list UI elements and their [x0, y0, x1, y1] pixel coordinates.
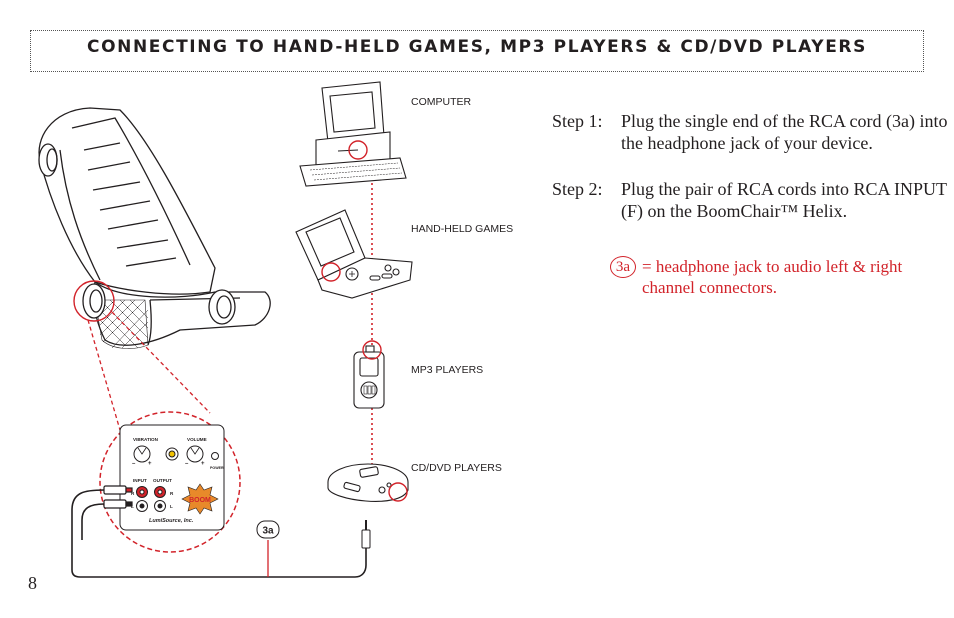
vibration-label: VIBRATION — [133, 437, 159, 442]
legend-3a-badge: 3a — [610, 256, 636, 278]
step-1-text: Plug the single end of the RCA cord (3a)… — [621, 111, 948, 153]
boom-logo: BOOM — [181, 483, 219, 515]
cd-player-illustration — [327, 463, 409, 502]
vibration-plus: + — [148, 461, 152, 467]
step-1-label: Step 1: — [552, 111, 603, 131]
output-l-label: L — [170, 504, 173, 509]
mp3-players-label: MP3 PLAYERS — [411, 364, 484, 376]
callout-3a-text: 3a — [262, 526, 274, 537]
step-2-label: Step 2: — [552, 179, 603, 199]
computer-illustration — [299, 81, 407, 187]
page-title: CONNECTING TO HAND-HELD GAMES, MP3 PLAYE… — [87, 37, 867, 57]
rca-cable — [71, 489, 367, 578]
title-box: CONNECTING TO HAND-HELD GAMES, MP3 PLAYE… — [30, 30, 924, 72]
brand-label: LumiSource, Inc. — [149, 518, 194, 524]
volume-minus: – — [185, 461, 189, 467]
computer-label: COMPUTER — [411, 96, 472, 108]
volume-label: VOLUME — [187, 437, 207, 442]
input-label: INPUT — [133, 478, 147, 483]
volume-plus: + — [201, 461, 205, 467]
cd-jack-highlight — [388, 482, 408, 502]
legend-3a-text: = headphone jack to audio left & right c… — [642, 257, 903, 297]
computer-jack-highlight — [348, 140, 368, 160]
zoom-leader-left — [87, 319, 121, 431]
boom-logo-text: BOOM — [189, 497, 211, 504]
output-label: OUTPUT — [153, 478, 172, 483]
callout-3a-badge — [256, 520, 280, 539]
zoom-leader-right — [111, 311, 211, 414]
step-2-text: Plug the pair of RCA cords into RCA INPU… — [621, 179, 947, 221]
input-r-label: R — [131, 491, 135, 496]
mp3-jack-highlight — [362, 340, 382, 360]
page-number: 8 — [28, 573, 37, 593]
vibration-minus: – — [132, 461, 136, 467]
handheld-games-label: HAND-HELD GAMES — [411, 223, 514, 235]
output-r-label: R — [170, 491, 174, 496]
cd-dvd-players-label: CD/DVD PLAYERS — [411, 462, 502, 474]
handheld-game-illustration — [295, 209, 413, 299]
chair-jack-highlight — [73, 280, 115, 322]
power-button — [211, 452, 219, 460]
handheld-jack-highlight — [321, 262, 341, 282]
power-label: POWER — [210, 466, 224, 470]
mp3-player-illustration — [353, 345, 385, 409]
boom-chair-illustration — [38, 107, 271, 349]
headphone-plug — [361, 520, 371, 549]
